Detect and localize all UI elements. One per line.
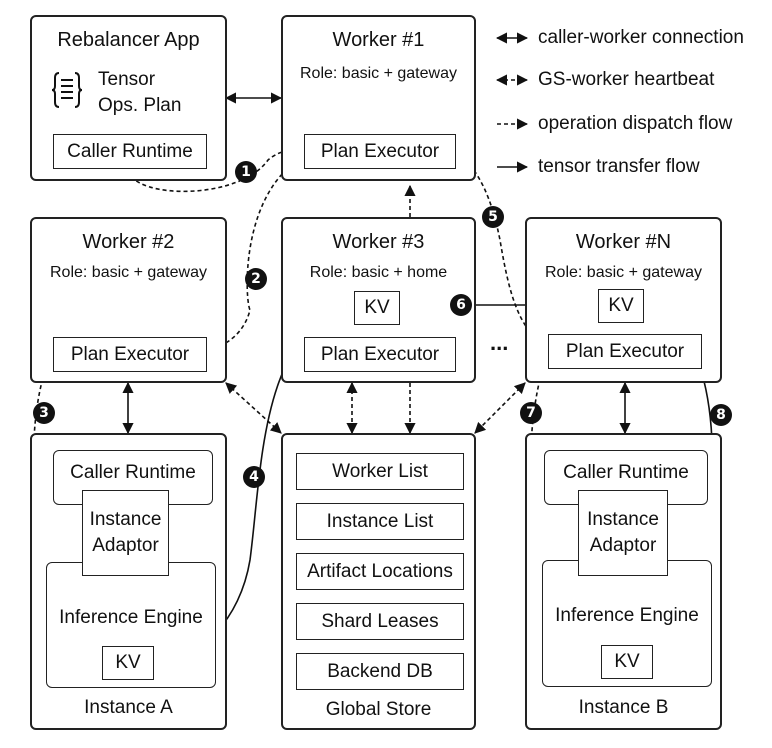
- rebalancer-app-box: Rebalancer App Tensor Ops. Plan Caller R…: [30, 15, 227, 181]
- step-badge-8: 8: [710, 404, 732, 426]
- workerN-kv: KV: [598, 289, 644, 323]
- worker2-gs-heartbeat: [225, 382, 282, 434]
- worker1-role: Role: basic + gateway: [300, 65, 457, 82]
- workerN-gs-heartbeat: [474, 382, 526, 434]
- step-badge-2: 2: [245, 268, 267, 290]
- workerN-role: Role: basic + gateway: [545, 264, 702, 281]
- instanceA-adaptor-line2: Adaptor: [92, 535, 159, 556]
- instanceA-box: Caller Runtime Inference Engine KV Insta…: [30, 433, 227, 730]
- more-workers-ellipsis: ...: [490, 330, 509, 355]
- worker2-title: Worker #2: [82, 231, 175, 253]
- instanceB-box: Caller Runtime Inference Engine KV Insta…: [525, 433, 722, 730]
- instanceB-kv: KV: [601, 645, 653, 679]
- step-badge-6: 6: [450, 294, 472, 316]
- gs-item-instance-list: Instance List: [296, 503, 464, 540]
- workerN-title: Worker #N: [575, 231, 672, 253]
- gs-item-artifact-locations: Artifact Locations: [296, 553, 464, 590]
- dispatch-flow-2: [206, 159, 299, 354]
- instanceA-adaptor-line1: Instance: [89, 509, 162, 530]
- workerN-box: Worker #N Role: basic + gateway KV Plan …: [525, 217, 722, 383]
- worker3-title: Worker #3: [332, 231, 425, 253]
- global-store-title: Global Store: [325, 699, 432, 720]
- worker2-plan-executor: Plan Executor: [53, 337, 207, 372]
- worker3-box: Worker #3 Role: basic + home KV Plan Exe…: [281, 217, 476, 383]
- rebalancer-title: Rebalancer App: [57, 29, 200, 51]
- workerN-plan-executor: Plan Executor: [548, 334, 702, 369]
- gs-item-shard-leases: Shard Leases: [296, 603, 464, 640]
- instanceB-engine: Inference Engine: [555, 605, 699, 626]
- global-store-box: Worker List Instance List Artifact Locat…: [281, 433, 476, 730]
- instanceB-adaptor-line2: Adaptor: [589, 535, 657, 556]
- gs-item-backend-db: Backend DB: [296, 653, 464, 690]
- step-badge-1: 1: [235, 161, 257, 183]
- instanceB-engine-box: Inference Engine KV: [542, 560, 712, 687]
- worker2-role: Role: basic + gateway: [50, 264, 207, 281]
- instanceA-engine-box: Inference Engine KV: [46, 562, 216, 688]
- instanceB-title: Instance B: [578, 697, 669, 718]
- plan-label-line1: Tensor: [98, 69, 156, 90]
- step-badge-3: 3: [33, 402, 55, 424]
- legend-caller-worker: caller-worker connection: [538, 27, 744, 48]
- instanceA-adaptor: Instance Adaptor: [82, 490, 169, 576]
- step-badge-5: 5: [482, 206, 504, 228]
- worker1-title: Worker #1: [332, 29, 425, 51]
- instanceA-kv: KV: [102, 646, 154, 680]
- legend-gs-heartbeat: GS-worker heartbeat: [538, 69, 715, 90]
- worker1-plan-executor: Plan Executor: [304, 134, 456, 169]
- step-badge-7: 7: [520, 402, 542, 424]
- worker3-plan-executor: Plan Executor: [304, 337, 456, 372]
- plan-document-icon: [52, 72, 82, 108]
- legend-dispatch: operation dispatch flow: [538, 113, 733, 134]
- worker3-kv: KV: [354, 291, 400, 325]
- step-badge-4: 4: [243, 466, 265, 488]
- instanceB-adaptor: Instance Adaptor: [578, 490, 668, 576]
- worker1-box: Worker #1 Role: basic + gateway Plan Exe…: [281, 15, 476, 181]
- worker3-role: Role: basic + home: [309, 264, 448, 281]
- instanceB-adaptor-line1: Instance: [587, 509, 659, 530]
- rebalancer-caller-runtime: Caller Runtime: [53, 134, 207, 169]
- gs-item-worker-list: Worker List: [296, 453, 464, 490]
- instanceA-engine: Inference Engine: [59, 607, 203, 628]
- plan-label-line2: Ops. Plan: [98, 95, 182, 116]
- worker2-box: Worker #2 Role: basic + gateway Plan Exe…: [30, 217, 227, 383]
- instanceA-title: Instance A: [84, 697, 173, 718]
- legend-tensor: tensor transfer flow: [538, 156, 700, 177]
